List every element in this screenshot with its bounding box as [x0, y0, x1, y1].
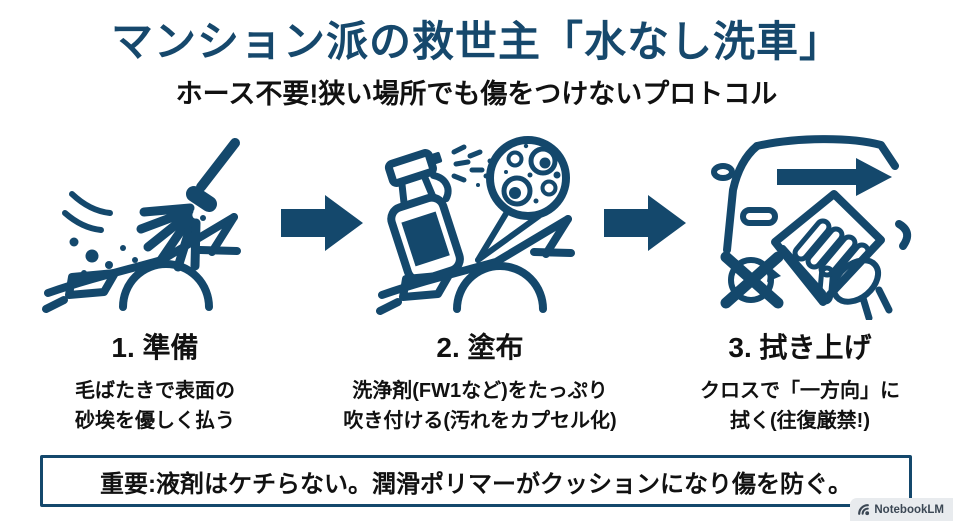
- page-title: マンション派の救世主「水なし洗車」: [110, 18, 842, 65]
- right-arrow-icon: [281, 195, 363, 251]
- step-2-desc-line1: 洗浄剤(FW1など)をたっぷり: [352, 380, 608, 402]
- step-3-desc-line2: 拭く(往復厳禁!): [730, 410, 870, 432]
- step-1-desc-line1: 毛ばたきで表面の: [75, 380, 235, 402]
- notebooklm-logo-icon: [858, 504, 870, 516]
- important-note-box: 重要:液剤はケチらない。潤滑ポリマーがクッションになり傷を防ぐ。: [40, 455, 912, 507]
- cloth-wipe-one-direction-icon: [711, 135, 912, 320]
- spray-bottle-capsule-icon: [376, 136, 575, 315]
- important-note-text: 重要:液剤はケチらない。潤滑ポリマーがクッションになり傷を防ぐ。: [100, 470, 852, 498]
- step-3-desc-line1: クロスで「一方向」に: [700, 380, 900, 402]
- step-1-label: 1. 準備: [111, 332, 199, 363]
- step-2: 2. 塗布 洗浄剤(FW1など)をたっぷり 吹き付ける(汚れをカプセル化): [310, 326, 650, 436]
- step-3-label: 3. 拭き上げ: [728, 332, 872, 363]
- step-2-desc-line2: 吹き付ける(汚れをカプセル化): [343, 410, 617, 432]
- right-arrow-icon: [604, 195, 686, 251]
- watermark-label: NotebookLM: [874, 503, 944, 516]
- step-1: 1. 準備 毛ばたきで表面の 砂埃を優しく払う: [15, 326, 295, 436]
- step-2-label: 2. 塗布: [436, 332, 524, 363]
- feather-duster-car-icon: [42, 138, 241, 313]
- notebooklm-watermark: NotebookLM: [850, 498, 953, 521]
- step-1-desc-line2: 砂埃を優しく払う: [75, 410, 235, 432]
- step-3: 3. 拭き上げ クロスで「一方向」に 拭く(往復厳禁!): [655, 326, 945, 436]
- page-subtitle: ホース不要!狭い場所でも傷をつけないプロトコル: [175, 79, 778, 109]
